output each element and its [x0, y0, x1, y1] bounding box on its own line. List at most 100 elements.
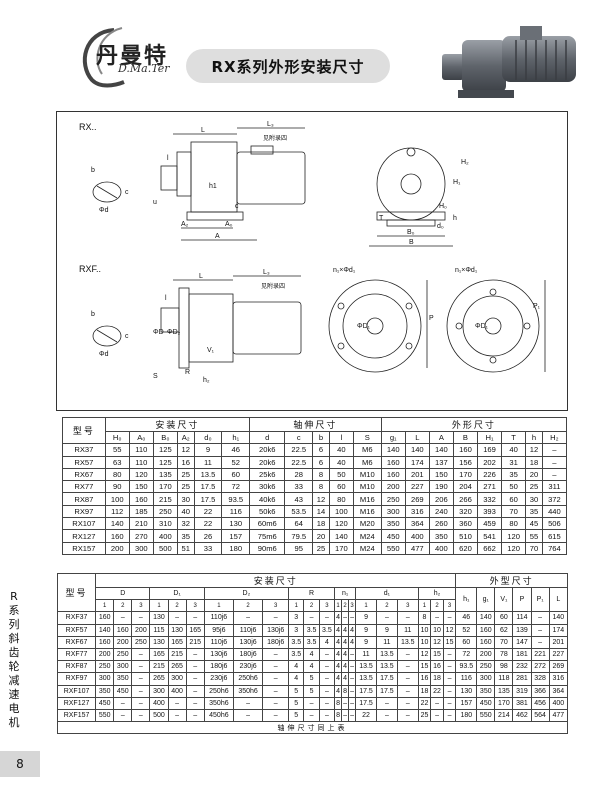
- table-cell: –: [318, 611, 336, 625]
- table-cell: 366: [530, 684, 550, 698]
- table-cell: 20k6: [249, 443, 286, 457]
- table-cell: 3.5: [303, 623, 320, 637]
- table-cell: 33: [193, 541, 223, 555]
- table-cell: –: [348, 611, 357, 625]
- table-cell: –: [185, 684, 205, 698]
- table-cell: 12: [312, 492, 330, 506]
- dim-L-rxf: L: [199, 273, 203, 280]
- table-cell: 8: [312, 467, 330, 482]
- table-cell: 5: [288, 696, 305, 710]
- table-cell: 16: [417, 672, 432, 686]
- table-cell: 110: [128, 443, 154, 457]
- table-cell: 12: [442, 623, 457, 637]
- page-number: 8: [0, 751, 40, 777]
- table-cell: 210: [128, 517, 154, 531]
- table-cell: –: [131, 684, 151, 698]
- table-cell: 226: [476, 467, 503, 482]
- table-cell: 130: [149, 611, 169, 625]
- table-cell: 137: [428, 455, 454, 469]
- dim-d-rxf: Φd: [99, 351, 109, 358]
- table-cell: 214: [494, 708, 514, 723]
- table-cell: 15: [430, 647, 444, 662]
- table-cell: 9: [193, 443, 223, 457]
- table-cell: 4: [348, 635, 357, 649]
- table-cell: 45: [525, 517, 543, 531]
- table-cell: 160: [104, 529, 130, 543]
- table-cell: 130: [167, 623, 187, 637]
- table-cell: –: [185, 611, 205, 625]
- table-cell: –: [131, 647, 151, 662]
- table-cell: 64: [284, 517, 314, 531]
- table-cell: 26: [193, 529, 223, 543]
- table-cell: M24: [352, 529, 382, 543]
- series-number-header: 3: [262, 599, 290, 613]
- table-cell: 160: [476, 635, 496, 649]
- table-cell: 364: [548, 684, 569, 698]
- column-header: l: [328, 430, 354, 445]
- column-header: B₀: [152, 430, 178, 445]
- table-cell: –: [541, 455, 568, 469]
- dim-B0: B₀: [407, 229, 415, 236]
- table-cell: 116: [455, 672, 478, 686]
- table-cell: 120: [501, 529, 527, 543]
- table-cell: 202: [476, 455, 503, 469]
- table-cell: –: [131, 696, 151, 710]
- table-cell: 450: [476, 696, 496, 710]
- table-cell: 215: [149, 660, 169, 674]
- table-cell: 4: [334, 647, 343, 662]
- table-cell: M24: [352, 541, 382, 555]
- table-cell: 510: [452, 529, 479, 543]
- table-cell: 16: [176, 455, 195, 469]
- table-cell: 112: [104, 504, 130, 519]
- table-cell: 125: [152, 455, 178, 469]
- series-number-header: 1: [417, 599, 432, 613]
- table-cell: 200: [476, 647, 496, 662]
- gearmotor-photo-icon: [442, 26, 576, 98]
- table-cell: –: [341, 696, 350, 710]
- table-cell: 160: [95, 635, 115, 649]
- model-cell: RX157: [62, 541, 106, 555]
- table-cell: 400: [548, 696, 569, 710]
- table-cell: 135: [494, 684, 514, 698]
- table-cell: 28: [284, 467, 314, 482]
- model-cell: RXF57: [56, 623, 97, 637]
- table-cell: 260: [428, 517, 454, 531]
- table-cell: 55: [104, 443, 130, 457]
- series-number-header: 1: [355, 599, 377, 613]
- table-cell: 70: [525, 541, 543, 555]
- table-cell: 400: [152, 529, 178, 543]
- table-cell: 72: [455, 647, 478, 662]
- dim-L3: L₃: [267, 121, 274, 128]
- table-cell: 477: [548, 708, 569, 723]
- series-number-header: 2: [167, 599, 187, 613]
- table-cell: 46: [455, 611, 478, 625]
- table-cell: 316: [548, 672, 569, 686]
- table-cell: 51: [176, 541, 195, 555]
- dim-L: L: [201, 127, 205, 134]
- dim-b-rxf: b: [91, 311, 95, 318]
- table-cell: –: [348, 684, 357, 698]
- table-cell: –: [232, 708, 264, 723]
- table-cell: 120: [128, 467, 154, 482]
- table-cell: –: [318, 684, 336, 698]
- table-cell: 4: [318, 635, 336, 649]
- table-cell: 160: [128, 492, 154, 506]
- table-cell: 22.5: [284, 455, 314, 469]
- table-cell: –: [430, 696, 444, 710]
- table-cell: 265: [167, 660, 187, 674]
- table-cell: 63: [104, 455, 130, 469]
- table-cell: 140: [428, 443, 454, 457]
- dim-H1: H₁: [453, 179, 461, 186]
- dim-u: u: [153, 199, 157, 206]
- table-cell: 93.5: [221, 492, 251, 506]
- table-cell: 9: [355, 623, 377, 637]
- table-cell: 300: [128, 541, 154, 555]
- table-cell: 270: [128, 529, 154, 543]
- table-cell: –: [303, 708, 320, 723]
- subgroup-header: d₁: [355, 586, 419, 601]
- dim-b: b: [91, 167, 95, 174]
- table-cell: 250: [380, 492, 406, 506]
- table-cell: 11: [355, 647, 377, 662]
